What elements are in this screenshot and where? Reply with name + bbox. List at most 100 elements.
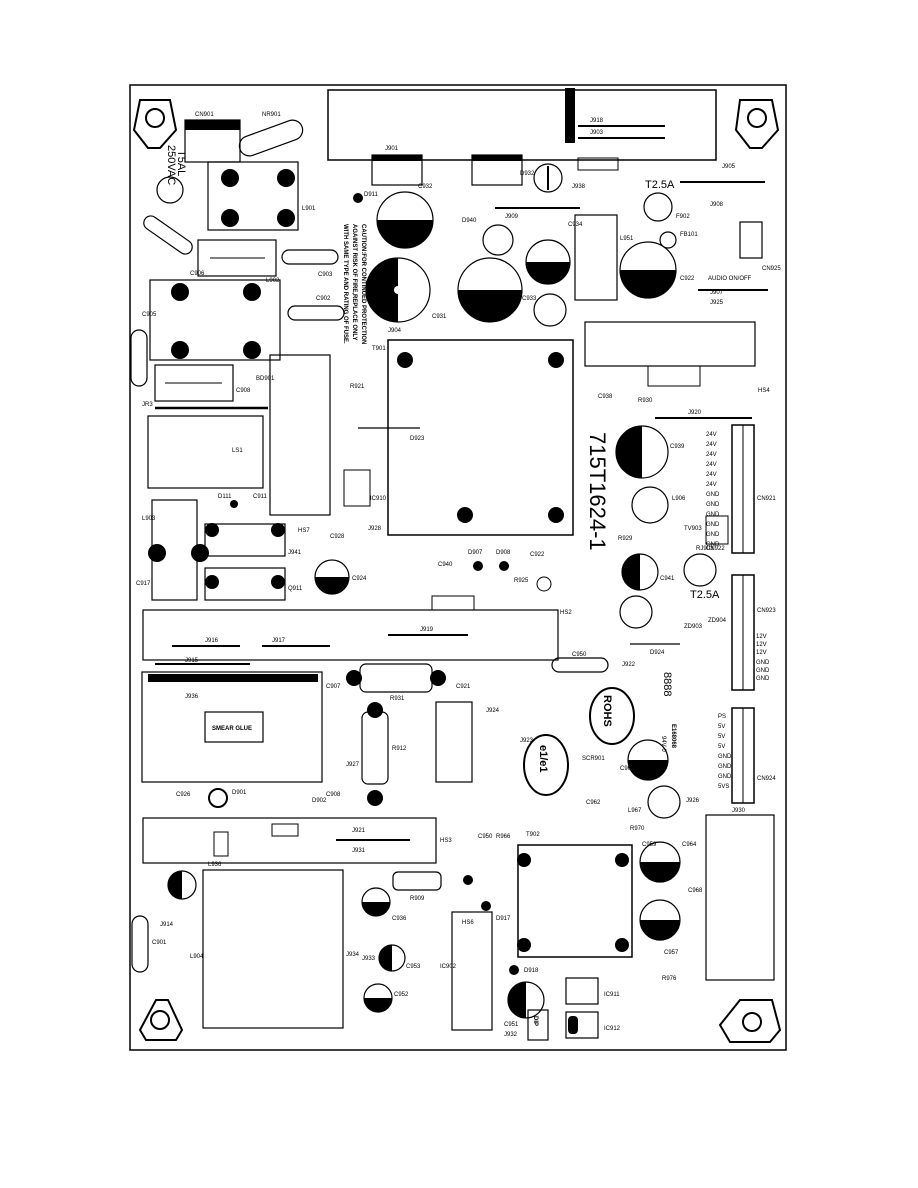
fuse-t25a-top-label: T2.5A	[645, 179, 675, 191]
ref-C939: C939	[670, 444, 685, 450]
ref-J933: J933	[362, 956, 376, 962]
ref-IC902: IC902	[440, 964, 457, 970]
ref-F902: F902	[676, 214, 690, 220]
j909-ring	[482, 224, 514, 256]
ref-C950b: C950	[478, 834, 493, 840]
c906	[197, 239, 277, 277]
mount-hole-top-left	[132, 99, 178, 149]
ref-C962: C962	[586, 800, 601, 806]
rohs-text: ROHS	[601, 695, 613, 727]
ref-C921: C921	[456, 684, 471, 690]
rohs-mark	[589, 687, 635, 745]
ref-RJ903: RJ903	[696, 546, 714, 552]
ref-T902: T902	[526, 832, 540, 838]
ref-D917: D917	[496, 916, 511, 922]
c964	[639, 841, 681, 883]
ref-J923: J923	[520, 738, 534, 744]
svg-text:24V: 24V	[706, 452, 717, 458]
q911-box	[204, 567, 286, 601]
ref-L903: L903	[142, 516, 156, 522]
ref-J938: J938	[572, 184, 586, 190]
svg-text:12V: 12V	[756, 650, 767, 656]
pin-header-small	[577, 157, 619, 171]
ref-T901: T901	[372, 346, 386, 352]
svg-text:GND: GND	[718, 774, 732, 780]
ref-D908: D908	[496, 550, 511, 556]
ref-TV903: TV903	[684, 526, 702, 532]
c939	[615, 425, 669, 479]
ref-C968: C968	[688, 888, 703, 894]
ref-C933: C933	[522, 296, 537, 302]
ref-J908: J908	[710, 202, 724, 208]
ref-D932: D932	[520, 171, 535, 177]
ref-D924: D924	[650, 650, 665, 656]
c909	[143, 215, 193, 255]
ref-D901: D901	[232, 790, 247, 796]
svg-text:PS: PS	[718, 714, 726, 720]
ref-FB903: FB101	[680, 232, 698, 238]
hs6	[451, 911, 493, 1031]
ref-L904: L904	[190, 954, 204, 960]
ref-CN923: CN923	[757, 608, 776, 614]
ref-J907: J907	[710, 290, 724, 296]
ref-D940: D940	[462, 218, 477, 224]
svg-text:5V: 5V	[718, 744, 725, 750]
ref-C938: C938	[598, 394, 613, 400]
fuse-main-rating: T5AL	[175, 150, 187, 176]
ref-C922b: C922	[530, 552, 545, 558]
c905	[130, 329, 148, 387]
ref-NR901: NR901	[262, 112, 281, 118]
ref-J901: J901	[385, 146, 399, 152]
ref-J925: J925	[710, 300, 724, 306]
r925	[536, 576, 552, 592]
ref-CN924: CN924	[757, 776, 776, 782]
c901	[131, 915, 149, 973]
ref-J914: J914	[160, 922, 174, 928]
hs1-block	[141, 671, 323, 783]
svg-text:GND: GND	[756, 660, 770, 666]
smear-glue: SMEAR GLUE	[212, 726, 252, 732]
ref-HS2: HS2	[560, 610, 572, 616]
t902	[517, 844, 633, 958]
ref-C905: C905	[142, 312, 157, 318]
svg-text:GND: GND	[706, 522, 720, 528]
ref-L951: L951	[620, 236, 634, 242]
c931	[365, 257, 431, 323]
ref-CN922: CN922	[706, 546, 725, 552]
ref-C903: C903	[318, 272, 333, 278]
ref-C906: C906	[190, 271, 205, 277]
ref-IC912: IC912	[604, 1026, 621, 1032]
ref-J927: J927	[346, 762, 360, 768]
svg-text:12V: 12V	[756, 634, 767, 640]
cn921-pin-labels: 24V 24V 24V 24V 24V 24V GND GND GND GND …	[706, 432, 720, 548]
svg-text:24V: 24V	[706, 432, 717, 438]
svg-text:GND: GND	[706, 502, 720, 508]
ref-J920: J920	[688, 410, 702, 416]
hs4-transistor	[647, 365, 701, 387]
svg-text:GND: GND	[706, 542, 720, 548]
ref-C907: C907	[326, 684, 341, 690]
ref-J936: J936	[185, 694, 199, 700]
r909	[392, 871, 442, 891]
c924	[314, 559, 350, 595]
fb903	[659, 231, 677, 249]
e1-text: e1/e1	[537, 745, 549, 773]
r-l938	[271, 823, 299, 837]
fuse-t25a-bottom-label: T2.5A	[690, 589, 720, 601]
hs2	[142, 609, 559, 661]
svg-text:24V: 24V	[706, 442, 717, 448]
d911	[353, 193, 363, 203]
screw-hole-mid	[533, 293, 567, 327]
rj903	[683, 553, 717, 587]
caution-line2: AGAINST RISK OF FIRE,REPLACE ONLY	[351, 224, 357, 340]
heatsink-top-bar	[565, 88, 575, 143]
l906	[631, 486, 669, 524]
cn925	[739, 221, 763, 259]
ref-C922: C922	[680, 276, 695, 282]
ref-R921: R921	[350, 384, 365, 390]
svg-text:GND: GND	[756, 676, 770, 682]
svg-text:5V: 5V	[718, 734, 725, 740]
mount-hole-top-right	[734, 99, 780, 149]
ref-L906: L906	[672, 496, 686, 502]
c932	[376, 191, 434, 249]
